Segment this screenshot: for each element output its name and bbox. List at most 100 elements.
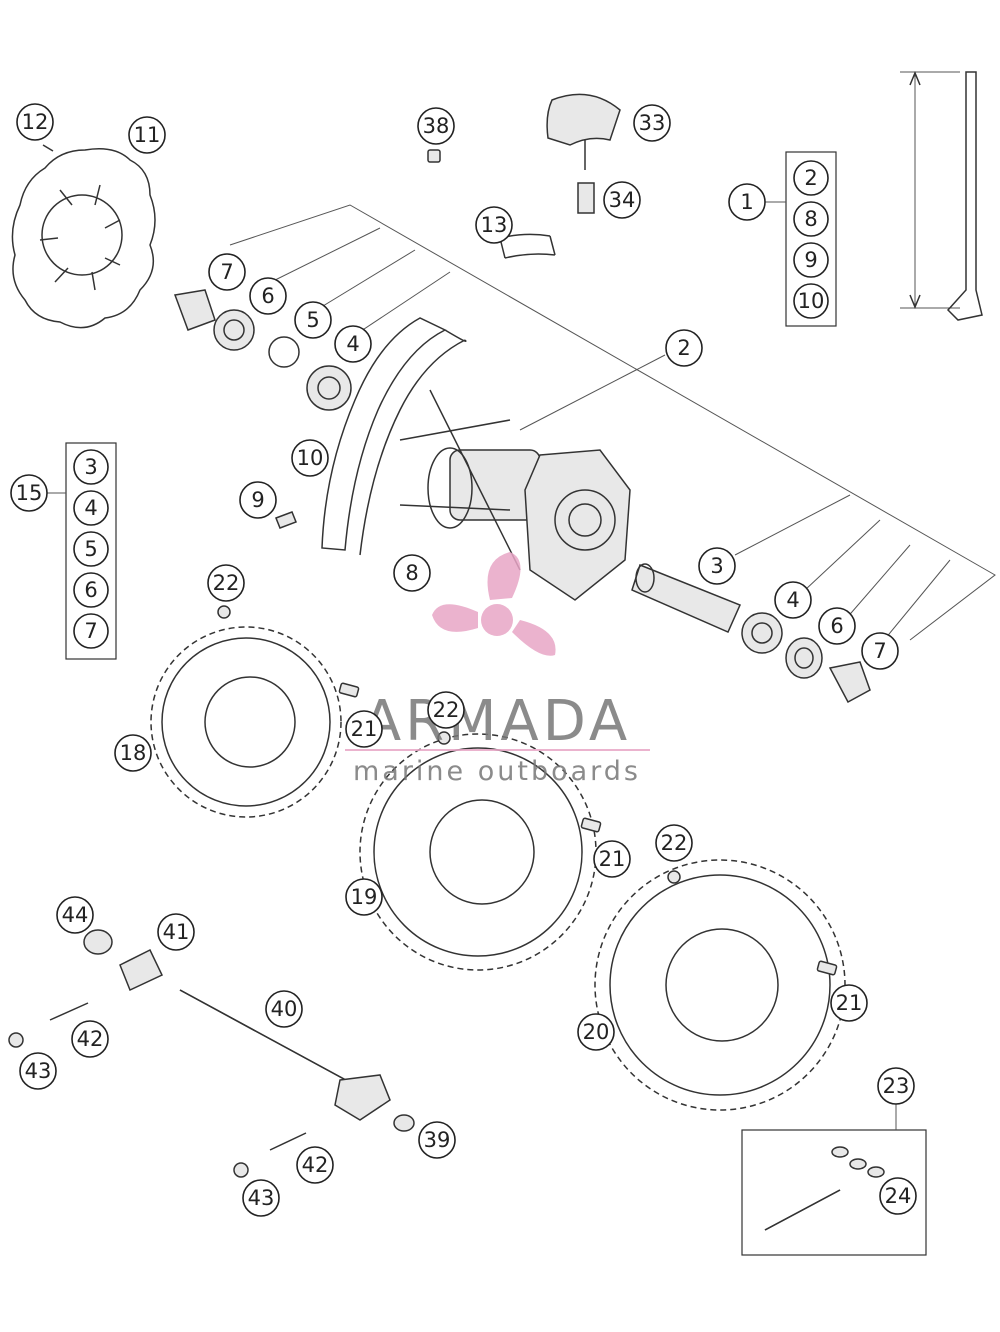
watermark-tagline: marine outboards — [353, 756, 641, 787]
callout-22: 22 — [655, 824, 693, 862]
chain-adjuster-part — [8, 929, 307, 1178]
callout-20: 20 — [577, 1013, 615, 1051]
axle-spacer-part — [631, 563, 742, 633]
callout-label: 7 — [873, 639, 886, 663]
callout-42: 42 — [71, 1020, 109, 1058]
kit-box-1 — [763, 151, 837, 327]
callout-22: 22 — [427, 691, 465, 729]
kit-15-item: 6 — [73, 572, 109, 608]
kit-item-label: 5 — [84, 537, 97, 561]
callout-label: 24 — [885, 1184, 912, 1208]
callout-6: 6 — [249, 277, 287, 315]
callout-label: 42 — [302, 1153, 329, 1177]
axle-part — [179, 989, 415, 1132]
callout-label: 38 — [423, 114, 450, 138]
callout-label: 21 — [836, 991, 863, 1015]
callout-label: 2 — [677, 336, 690, 360]
armada-watermark: ARMADA marine outboards — [345, 552, 650, 787]
callout-7: 7 — [208, 253, 246, 291]
callout-label: 9 — [251, 488, 264, 512]
callout-label: 34 — [609, 188, 636, 212]
kit-1-item: 9 — [793, 242, 829, 278]
callout-label: 43 — [248, 1186, 275, 1210]
kit-1-item: 10 — [793, 283, 829, 319]
callout-22: 22 — [207, 564, 245, 602]
callout-42: 42 — [296, 1146, 334, 1184]
callout-label: 8 — [405, 561, 418, 585]
kit-box-15 — [47, 442, 117, 660]
callout-label: 22 — [433, 698, 460, 722]
callout-label: 40 — [271, 997, 298, 1021]
callout-label: 33 — [639, 111, 666, 135]
callout-6: 6 — [818, 607, 856, 645]
callout-5: 5 — [294, 301, 332, 339]
callout-label: 6 — [830, 614, 843, 638]
callout-41: 41 — [157, 913, 195, 951]
callout-15: 15 — [10, 474, 48, 512]
bearings-right-part — [741, 612, 871, 704]
callout-label: 22 — [661, 831, 688, 855]
callout-38: 38 — [417, 107, 455, 145]
callout-label: 10 — [297, 446, 324, 470]
fasteners-part — [217, 605, 838, 976]
callout-label: 5 — [306, 308, 319, 332]
rim-tape-part — [499, 233, 556, 259]
callout-39: 39 — [418, 1121, 456, 1159]
callout-11: 11 — [128, 116, 166, 154]
chain-kit-part — [741, 1102, 927, 1256]
wheel-hub-part — [399, 389, 631, 601]
callout-12: 12 — [16, 103, 54, 141]
kit-1-item: 8 — [793, 201, 829, 237]
callout-label: 43 — [25, 1059, 52, 1083]
callout-label: 21 — [599, 847, 626, 871]
callout-7: 7 — [861, 632, 899, 670]
kit-15-item: 5 — [73, 531, 109, 567]
inner-tube-part — [427, 93, 621, 214]
wheel-rim-part — [321, 317, 467, 556]
callout-label: 12 — [22, 110, 49, 134]
callout-label: 39 — [424, 1128, 451, 1152]
sprocket-20-part — [594, 859, 846, 1111]
armada-logo-icon — [432, 552, 556, 656]
callout-2: 2 — [665, 329, 703, 367]
kit-15-item: 3 — [73, 449, 109, 485]
callout-10: 10 — [291, 439, 329, 477]
callout-label: 6 — [261, 284, 274, 308]
callout-21: 21 — [345, 710, 383, 748]
callout-24: 24 — [879, 1177, 917, 1215]
bearings-left-part — [173, 289, 352, 411]
kit-1-item: 2 — [793, 160, 829, 196]
callout-label: 22 — [213, 571, 240, 595]
callout-34: 34 — [603, 181, 641, 219]
sprocket-18-part — [150, 626, 342, 818]
callout-33: 33 — [633, 104, 671, 142]
callout-label: 44 — [62, 903, 89, 927]
callout-13: 13 — [475, 206, 513, 244]
callout-label: 20 — [583, 1020, 610, 1044]
watermark-brand: ARMADA — [363, 689, 631, 754]
callout-label: 4 — [346, 332, 359, 356]
kit-item-label: 4 — [84, 496, 97, 520]
brake-disc-part — [11, 144, 156, 329]
callout-label: 15 — [16, 481, 43, 505]
kit-item-label: 9 — [804, 248, 817, 272]
callout-4: 4 — [774, 581, 812, 619]
callout-label: 23 — [883, 1074, 910, 1098]
kit-item-label: 3 — [84, 455, 97, 479]
dimension-indicator — [900, 71, 983, 321]
callout-label: 21 — [351, 717, 378, 741]
callout-label: 4 — [786, 588, 799, 612]
callout-8: 8 — [393, 554, 431, 592]
callout-label: 11 — [134, 123, 161, 147]
kit-item-label: 6 — [84, 578, 97, 602]
callout-3: 3 — [698, 547, 736, 585]
callout-18: 18 — [114, 734, 152, 772]
callout-label: 41 — [163, 920, 190, 944]
callout-label: 19 — [351, 885, 378, 909]
kit-item-label: 2 — [804, 166, 817, 190]
callout-label: 42 — [77, 1027, 104, 1051]
kit-item-label: 7 — [84, 619, 97, 643]
